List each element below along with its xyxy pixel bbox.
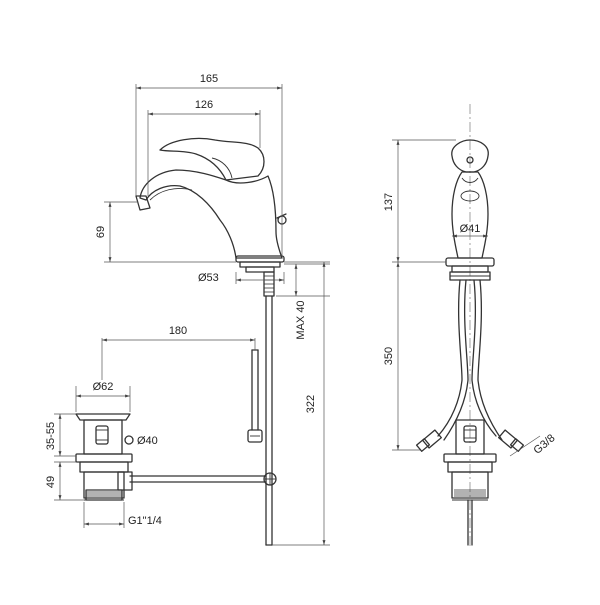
faucet-handle (159, 137, 265, 181)
dim-hose-thread: G3/8 (531, 432, 557, 457)
left-hose-fitting (415, 429, 442, 452)
dim-hole-diameter: Ø40 (137, 435, 158, 447)
dim-stroke-range: 35-55 (45, 422, 57, 450)
dim-width-overall: 165 (200, 73, 218, 85)
dim-body-height: 137 (383, 193, 395, 211)
dim-spout-reach: 126 (195, 99, 213, 111)
dim-waste-thread: G1"1/4 (128, 515, 162, 527)
faucet-body (139, 169, 283, 259)
dim-rod-length: 180 (169, 325, 187, 337)
dim-waste-height: 49 (45, 476, 57, 488)
waste-assembly: Ø62 Ø40 35-55 49 G1"1/4 (45, 381, 162, 528)
faucet-front-view: 137 Ø41 350 G3/8 (383, 104, 557, 548)
dim-base-diameter: Ø53 (198, 272, 219, 284)
faucet-base (235, 255, 285, 263)
spout-outlet (135, 195, 151, 211)
dim-max-thickness: MAX 40 (295, 300, 307, 339)
dim-total-height: 322 (305, 395, 317, 413)
dim-body-diameter: Ø41 (460, 223, 481, 235)
faucet-side-view: 165 126 69 Ø53 MAX 40 322 180 (95, 73, 330, 546)
right-hose-fitting (498, 429, 525, 452)
dim-hose-length: 350 (383, 347, 395, 365)
dim-spout-height: 69 (95, 226, 107, 238)
front-handle (451, 139, 489, 173)
dim-waste-diameter: Ø62 (93, 381, 114, 393)
waste-flange (75, 413, 131, 421)
